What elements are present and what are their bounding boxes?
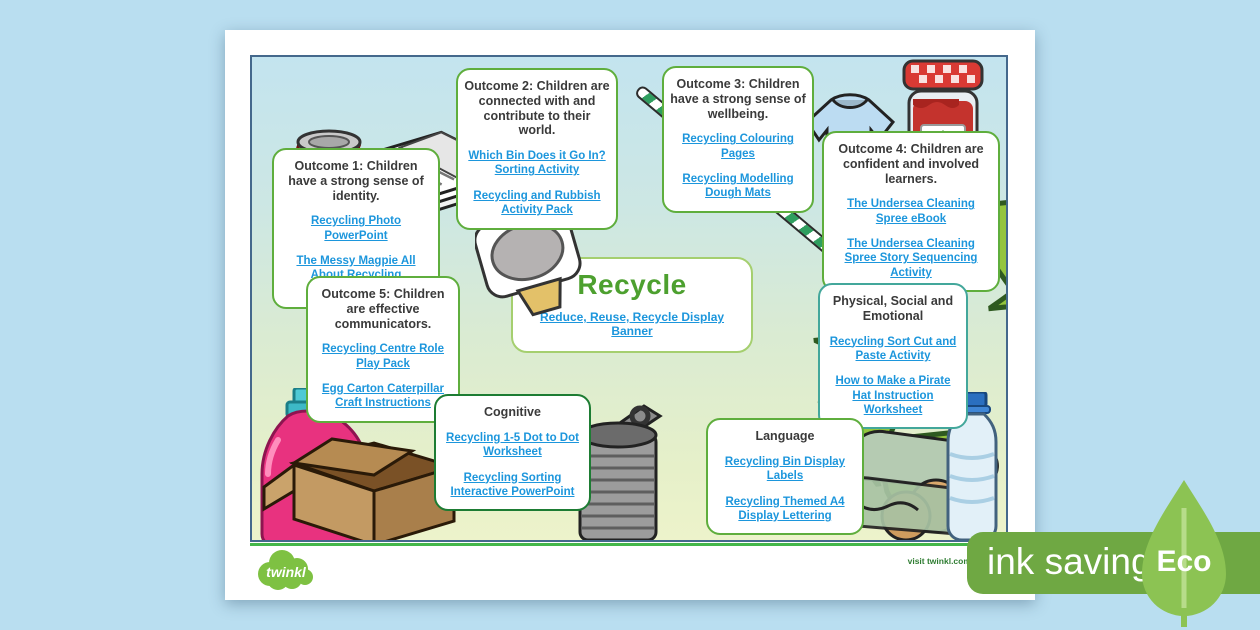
link-which-bin-sorting-activity[interactable]: Which Bin Does it Go In? Sorting Activit… [468, 150, 606, 177]
recycle-title: Recycle [577, 269, 687, 300]
outcome-2-box: Outcome 2: Children are connected with a… [456, 68, 618, 230]
link-modelling-dough-mats[interactable]: Recycling Modelling Dough Mats [682, 173, 794, 200]
water-bottle-icon [946, 392, 998, 540]
eco-label: Eco [1156, 545, 1212, 578]
eco-leaf-icon [1142, 480, 1226, 627]
twinkl-logo: twinkl [258, 550, 313, 590]
link-recycling-colouring-pages[interactable]: Recycling Colouring Pages [682, 133, 794, 160]
physical-social-emotional-box: Physical, Social and Emotional Recycling… [818, 283, 968, 430]
tin-can-icon [578, 404, 663, 540]
outcome-4-box: Outcome 4: Children are confident and in… [822, 131, 1000, 293]
link-display-banner[interactable]: Reduce, Reuse, Recycle Display Banner [539, 310, 725, 338]
outcome-5-box: Outcome 5: Children are effective commun… [306, 276, 460, 423]
link-bin-display-labels[interactable]: Recycling Bin Display Labels [724, 455, 846, 483]
link-dot-to-dot-worksheet[interactable]: Recycling 1-5 Dot to Dot Worksheet [446, 431, 579, 459]
language-box: Language Recycling Bin Display Labels Re… [706, 418, 864, 536]
link-sort-cut-paste[interactable]: Recycling Sort Cut and Paste Activity [829, 335, 957, 362]
ink-saving-label: ink saving [987, 541, 1152, 582]
link-undersea-cleaning-ebook[interactable]: The Undersea Cleaning Spree eBook [847, 198, 975, 225]
outcome-3-box: Outcome 3: Children have a strong sense … [662, 66, 814, 213]
cognitive-title: Cognitive [484, 405, 541, 419]
visit-url-text: visit twinkl.com.a [907, 556, 978, 566]
link-egg-carton-caterpillar[interactable]: Egg Carton Caterpillar Craft Instruction… [321, 383, 445, 410]
outcome-3-title: Outcome 3: Children have a strong sense … [670, 77, 806, 121]
outcome-4-title: Outcome 4: Children are confident and in… [838, 142, 984, 186]
link-recycling-rubbish-pack[interactable]: Recycling and Rubbish Activity Pack [473, 189, 601, 217]
ink-saving-badge: ink saving [967, 532, 1260, 594]
link-role-play-pack[interactable]: Recycling Centre Role Play Pack [321, 343, 445, 370]
outcome-5-title: Outcome 5: Children are effective commun… [321, 287, 445, 331]
link-pirate-hat-worksheet[interactable]: How to Make a Pirate Hat Instruction Wor… [835, 375, 951, 416]
link-a4-display-lettering[interactable]: Recycling Themed A4 Display Lettering [725, 495, 845, 522]
footer-divider [250, 543, 1008, 546]
outcome-2-title: Outcome 2: Children are connected with a… [464, 79, 610, 138]
link-undersea-sequencing-activity[interactable]: The Undersea Cleaning Spree Story Sequen… [844, 238, 978, 279]
language-title: Language [755, 429, 815, 443]
physical-social-emotional-title: Physical, Social and Emotional [832, 294, 954, 323]
link-sorting-interactive-powerpoint[interactable]: Recycling Sorting Interactive PowerPoint [450, 471, 575, 498]
twinkl-logo-text: twinkl [266, 564, 307, 580]
cognitive-box: Cognitive Recycling 1-5 Dot to Dot Works… [434, 394, 591, 512]
link-recycling-photo-powerpoint[interactable]: Recycling Photo PowerPoint [310, 215, 402, 242]
outcome-1-title: Outcome 1: Children have a strong sense … [288, 159, 424, 203]
